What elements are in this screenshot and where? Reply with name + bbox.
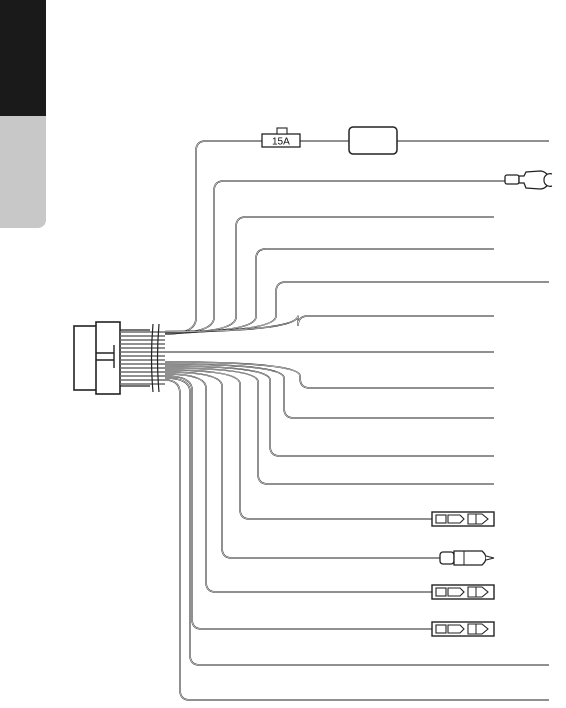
bottom-wire [165, 374, 432, 592]
female-connector [432, 622, 494, 636]
fuse-holder: 15A [262, 128, 300, 148]
bottom-wire [165, 370, 432, 519]
bottom-wire-group [165, 362, 549, 700]
bottom-wire [165, 366, 494, 456]
top-wire [165, 282, 549, 332]
inline-filter-box [349, 127, 397, 154]
bottom-wire [165, 362, 494, 388]
top-wire-group [165, 141, 549, 352]
fuse-label: 15A [272, 137, 290, 148]
top-wire [165, 141, 549, 334]
top-wire [165, 181, 505, 334]
female-connector [432, 512, 494, 526]
wire-break-marks [152, 324, 160, 392]
female-connector [432, 585, 494, 599]
bottom-wire [165, 368, 494, 484]
ring-terminal [505, 171, 552, 189]
bottom-wire [165, 376, 432, 629]
wire-end-connectors [432, 512, 494, 636]
male-connector [440, 551, 494, 565]
